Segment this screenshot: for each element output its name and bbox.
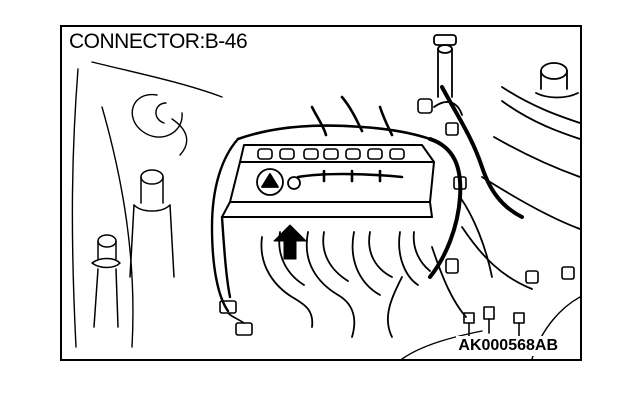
ground-bolt-1 xyxy=(463,312,475,338)
ignition-coil-row xyxy=(257,148,405,160)
left-bolt-lower xyxy=(91,234,121,328)
cylinder-head-cover xyxy=(221,144,435,218)
ground-bolt-3 xyxy=(513,312,525,338)
left-body-panel xyxy=(71,61,223,348)
figure-reference-code: AK000568AB xyxy=(456,336,560,356)
left-bolt-upper xyxy=(129,169,175,278)
connector-title: CONNECTOR:B-46 xyxy=(68,29,251,55)
harness-right-bundle xyxy=(428,85,524,279)
diagram-frame: CONNECTOR:B-46 AK000568AB xyxy=(60,25,582,361)
oil-filler-cap xyxy=(256,168,301,196)
harness-left-side xyxy=(210,137,240,313)
engine-compartment-illustration xyxy=(71,34,580,359)
connector-left-lower xyxy=(219,300,253,336)
right-hoses xyxy=(481,86,580,230)
ground-bolt-2 xyxy=(483,306,495,334)
reservoir-cap xyxy=(535,62,579,99)
arrow-up-icon xyxy=(273,224,307,260)
connector-right-cluster xyxy=(417,98,575,284)
harness-upper xyxy=(236,95,432,183)
harness-right-thin xyxy=(387,101,533,338)
upper-hose xyxy=(433,34,457,98)
